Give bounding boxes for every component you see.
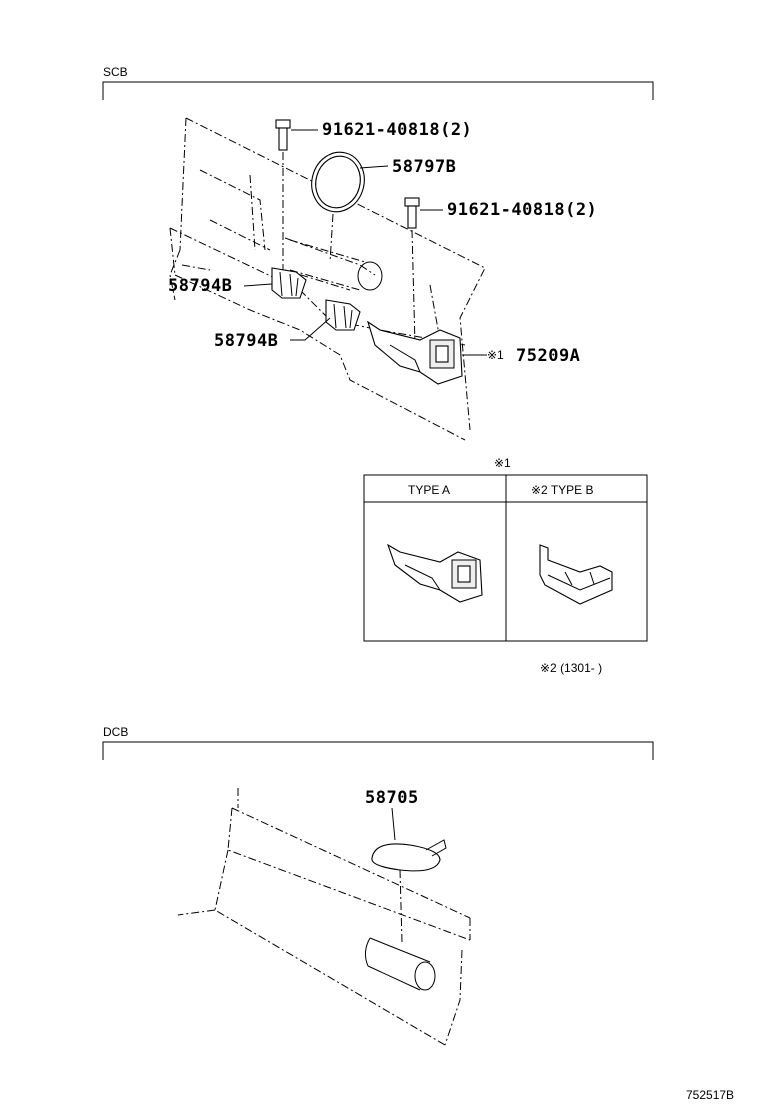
type-table-grid	[363, 474, 648, 642]
bolt-right-shape	[404, 197, 420, 346]
section-label-dcb: DCB	[103, 725, 129, 739]
type-b-bracket-shape	[539, 544, 613, 605]
dcb-frame	[102, 741, 654, 760]
part-number-bracket[interactable]: 75209A	[516, 346, 581, 366]
part-number-cable[interactable]: 58705	[365, 788, 419, 808]
cable-shape	[371, 807, 447, 943]
dcb-body-panel	[177, 788, 471, 1046]
part-number-clip-upper[interactable]: 58794B	[168, 276, 233, 296]
type-table-col-b: ※2 TYPE B	[531, 483, 594, 497]
bolt-upper-shape	[275, 119, 291, 270]
type-table-title: ※1	[494, 456, 511, 470]
scb-filler-tube	[289, 239, 383, 291]
part-number-clip-lower[interactable]: 58794B	[214, 331, 279, 351]
ring-gasket-shape	[311, 151, 365, 263]
figure-id: 752517B	[686, 1088, 735, 1102]
section-label-scb: SCB	[103, 65, 128, 79]
clip-lower-shape	[325, 299, 361, 331]
part-number-bolt-upper[interactable]: 91621-40818(2)	[322, 120, 473, 140]
type-table-col-a: TYPE A	[408, 483, 451, 497]
part-number-ring[interactable]: 58797B	[392, 157, 457, 177]
bracket-mark: ※1	[487, 348, 504, 362]
bracket-shape	[367, 320, 463, 385]
scb-leaders	[243, 129, 487, 356]
clip-upper-shape	[271, 267, 307, 299]
footnote: ※2 (1301- )	[540, 661, 603, 675]
dcb-filler-tube	[364, 937, 436, 991]
scb-frame	[102, 81, 654, 100]
part-number-bolt-right[interactable]: 91621-40818(2)	[447, 200, 598, 220]
type-a-bracket-shape	[386, 543, 483, 603]
